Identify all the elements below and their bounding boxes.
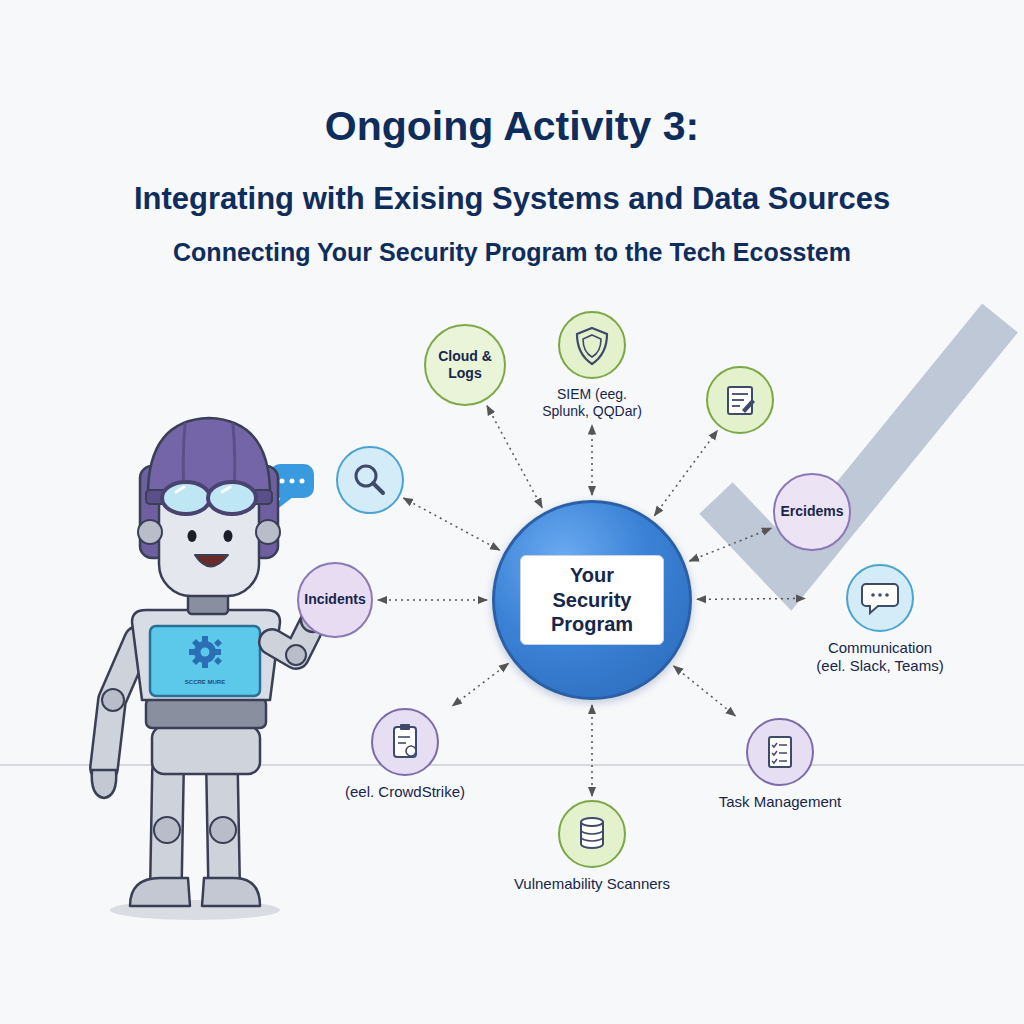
node-label: Cloud & Logs [434, 348, 496, 382]
hub-circle: Your Security Program [492, 500, 692, 700]
node-label: Ercidems [780, 503, 843, 520]
system-icon-node: Communication (eel. Slack, Teams) [810, 565, 950, 676]
document-icon [707, 367, 773, 433]
system-icon-node: (eel. CrowdStrike) [342, 709, 468, 801]
subtitle: Integrating with Exising Systems and Dat… [12, 181, 1012, 217]
robot [92, 418, 332, 920]
system-icon-node: Vulnemability Scanners [511, 801, 673, 893]
dotted-connector [487, 406, 542, 508]
icon-spacer [592, 312, 593, 386]
icon-spacer [591, 801, 592, 875]
shield-icon [559, 312, 625, 378]
checklist-icon [747, 719, 813, 785]
dotted-arrow [403, 498, 499, 550]
dotted-connector [378, 599, 487, 601]
dotted-connector [591, 425, 593, 495]
database-icon [559, 801, 625, 867]
system-icon-node: SIEM (eeg. Splunk, QQDar) [533, 312, 651, 420]
subtitle: Connecting Your Security Program to the … [12, 238, 1012, 267]
dotted-arrow [655, 431, 718, 516]
clipboard-icon [372, 709, 438, 775]
node-label: (eel. CrowdStrike) [345, 783, 465, 801]
icon-spacer [779, 719, 780, 793]
search-icon [337, 447, 403, 513]
system-circle: Cloud & Logs [424, 324, 507, 407]
hub-label: Your Security Program [520, 555, 664, 644]
node-label: Vulnemability Scanners [514, 875, 670, 893]
chat-icon [847, 565, 913, 631]
system-circle: Ercidems [773, 473, 850, 550]
dotted-connector [452, 664, 508, 706]
check-mark [716, 318, 1000, 576]
system-icon-node: Task Management [716, 719, 845, 811]
dotted-connector [689, 528, 771, 561]
dotted-connector [674, 666, 736, 716]
node-label: Incidents [304, 591, 365, 608]
node-label: Task Management [719, 793, 842, 811]
node-label: Communication (eel. Slack, Teams) [813, 639, 947, 676]
icon-spacer [880, 565, 881, 639]
dotted-connector [591, 705, 593, 796]
system-circle: Incidents [297, 562, 373, 638]
node-label: SIEM (eeg. Splunk, QQDar) [536, 386, 648, 420]
dotted-connector [697, 598, 805, 600]
title: Ongoing Activity 3: [12, 103, 1012, 150]
screen-text: SCCRE MURE [165, 679, 245, 686]
icon-spacer [405, 709, 406, 783]
